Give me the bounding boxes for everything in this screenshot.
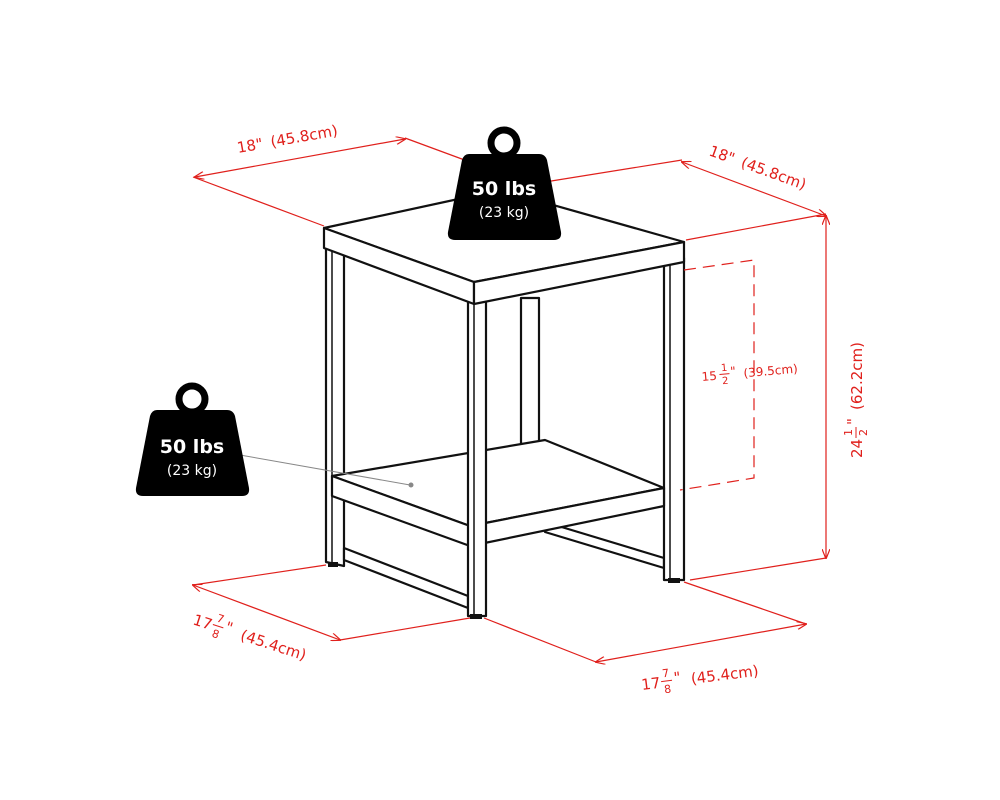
base-left-metric: (45.4cm) — [238, 626, 308, 664]
base-left-line — [193, 585, 340, 640]
left-bottom-rail — [342, 546, 470, 610]
weight-icon — [447, 154, 562, 240]
top-weight-value: 50 lbs — [472, 178, 536, 200]
base-right-extension-front — [483, 617, 597, 663]
base-left-fraction-bar — [212, 623, 224, 629]
top-depth-extension-back — [544, 159, 683, 183]
weight-icon — [135, 410, 250, 496]
base-right-extension-back — [683, 581, 807, 625]
right-bottom-rail — [543, 520, 666, 570]
top-width-line — [195, 139, 405, 177]
right-leg — [662, 256, 686, 582]
base-right-label: 17 7 8 " (45.4cm) — [640, 662, 760, 697]
base-right-whole: 17 — [640, 674, 661, 694]
shelf-weight-leader — [239, 454, 411, 486]
end-table-drawing — [239, 188, 686, 619]
height-denominator: 2 — [857, 429, 870, 436]
height-label: 24 1 2 " (62.2cm) — [842, 342, 870, 458]
top-width-metric: (45.8cm) — [269, 122, 339, 152]
base-right-unit: " — [673, 668, 682, 687]
top-depth-line — [682, 162, 826, 216]
right-foot — [668, 578, 680, 583]
base-left-whole: 17 — [191, 611, 215, 634]
top-depth-extension-front — [685, 213, 827, 241]
shelf-weight-badge: 50 lbs (23 kg) — [135, 382, 250, 496]
height-metric: (62.2cm) — [848, 342, 866, 410]
shelf-clearance-line — [679, 259, 755, 491]
top-weight-badge: 50 lbs (23 kg) — [447, 126, 562, 240]
weight-handle-icon — [487, 126, 521, 160]
shelf-clearance-label: 15 1 2 " (39.5cm) — [701, 362, 798, 388]
shelf-clearance-unit: " — [730, 364, 737, 378]
height-extension-bottom — [689, 557, 827, 581]
height-unit: " — [844, 418, 862, 425]
base-left-denominator: 8 — [210, 627, 221, 642]
dimension-lines — [193, 138, 826, 662]
shelf-weight-leader-dot — [408, 482, 414, 488]
top-weight-metric: (23 kg) — [479, 205, 529, 221]
shelf-weight-metric: (23 kg) — [167, 463, 217, 479]
front-foot — [470, 614, 482, 619]
height-numerator: 1 — [842, 429, 855, 436]
table-top-front-edge — [472, 240, 686, 306]
shelf-weight-value: 50 lbs — [160, 436, 224, 458]
top-depth-imperial: 18" — [707, 142, 738, 168]
top-depth-label: 18"(45.8cm) — [707, 142, 809, 194]
back-leg — [519, 296, 541, 446]
shelf-clearance-fraction-bar — [719, 373, 730, 375]
base-right-line — [596, 624, 806, 662]
top-width-imperial: 18" — [236, 135, 265, 157]
height-whole: 24 — [848, 439, 866, 458]
left-leg — [324, 246, 346, 568]
base-right-numerator: 7 — [661, 667, 670, 681]
left-foot — [328, 562, 338, 567]
top-width-extension-right — [404, 137, 471, 163]
shelf-clearance-whole: 15 — [701, 369, 717, 384]
top-width-extension-left — [192, 176, 325, 227]
front-leg — [466, 298, 488, 618]
shelf-clearance-denominator: 2 — [722, 376, 729, 388]
base-left-extension-front — [339, 617, 471, 641]
shelf-clearance-metric: (39.5cm) — [743, 362, 798, 381]
top-width-label: 18"(45.8cm) — [236, 122, 340, 157]
base-right-metric: (45.4cm) — [690, 662, 760, 688]
base-left-unit: " — [223, 618, 235, 637]
base-left-numerator: 7 — [215, 612, 226, 627]
shelf-clearance-numerator: 1 — [721, 363, 728, 375]
base-left-extension-back — [192, 564, 327, 586]
base-right-denominator: 8 — [663, 682, 672, 696]
base-right-fraction-bar — [661, 679, 673, 683]
base-left-label: 17 7 8 " (45.4cm) — [191, 611, 309, 665]
weight-handle-icon — [175, 382, 209, 416]
